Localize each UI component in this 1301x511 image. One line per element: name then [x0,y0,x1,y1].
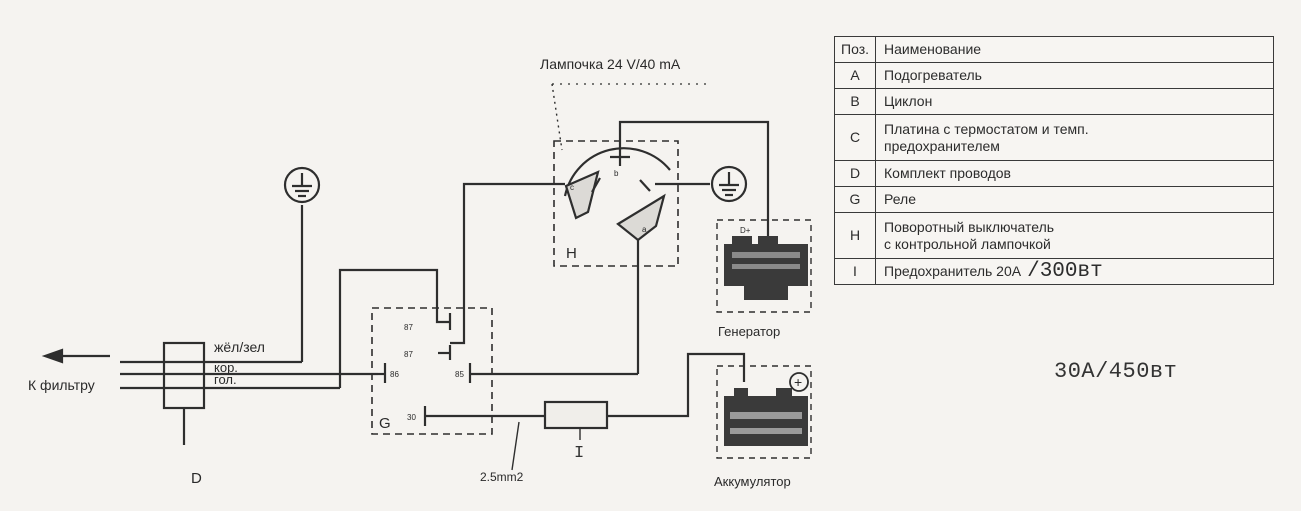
legend-row-h: H Поворотный выключатель с контрольной л… [834,212,1274,259]
legend-row-name-text: Предохранитель 20A [884,263,1022,279]
legend-row-pos: I [834,258,876,285]
legend-row-name-line1: Платина с термостатом и темп. [884,120,1089,137]
legend-row-name: Реле [875,186,1274,213]
legend-row-pos: B [834,88,876,115]
legend-header-row: Поз. Наименование [834,36,1274,63]
switch-contact-a [616,193,666,242]
handwritten-addendum: 30A/450вт [1054,359,1178,384]
legend-row-name: Циклон [875,88,1274,115]
generator-terminal-label: D+ [740,226,751,235]
switch-h-arc [563,147,671,197]
wire-harness-connector-d [162,341,206,410]
relay-g-housing [371,307,493,435]
label-g: G [379,415,391,432]
switch-contact-c-label: c [570,183,574,192]
legend-row-i: I Предохранитель 20A/300вт [834,258,1274,285]
lamp-leader-line [551,83,563,151]
wire-to-terminal-87 [338,268,450,388]
legend-row-name: Платина с термостатом и темп. предохрани… [875,114,1274,161]
battery-label: Аккумулятор [714,474,791,489]
switch-contact-b-label: b [614,169,619,178]
legend-row-name: Предохранитель 20A/300вт [875,258,1274,285]
legend-row-name-line1: Поворотный выключатель [884,218,1055,235]
rotary-switch-h-housing [553,140,679,267]
fuse-i [543,400,609,430]
legend-pos-header: Поз. [834,36,876,63]
legend-row-pos: A [834,62,876,89]
legend-row-pos: H [834,212,876,259]
terminal-30-label: 30 [407,413,416,422]
filter-arrow-head [41,348,64,364]
label-i: I [574,444,584,463]
legend-row-name: Поворотный выключатель с контрольной лам… [875,212,1274,259]
switch-contact-a-label: a [642,225,647,234]
ground-symbol-left [283,166,321,204]
legend-row-name-line2: с контрольной лампочкой [884,235,1051,252]
legend-row-b: B Циклон [834,88,1274,115]
legend-name-header: Наименование [875,36,1274,63]
generator-label: Генератор [718,324,780,339]
legend-row-g: G Реле [834,186,1274,213]
battery-icon [724,372,809,446]
label-d: D [191,470,202,487]
wire-label-blue: гол. [214,372,237,387]
terminal-87a-label: 87 [404,350,413,359]
legend-row-d: D Комплект проводов [834,160,1274,187]
legend-row-pos: G [834,186,876,213]
generator-frame [716,219,812,313]
wire-fuse-to-battery [607,352,746,418]
legend-table: Поз. Наименование A Подогреватель B Цикл… [834,36,1274,285]
wire-87a-to-switch [450,182,565,345]
terminal-87-label: 87 [404,323,413,332]
switch-contact-c [564,170,600,220]
ground-symbol-right [710,165,748,203]
legend-row-a: A Подогреватель [834,62,1274,89]
legend-row-pos: D [834,160,876,187]
generator-icon [724,236,808,300]
legend-row-name: Комплект проводов [875,160,1274,187]
to-filter-label: К фильтру [28,377,95,393]
legend-row-name: Подогреватель [875,62,1274,89]
terminal-86-label: 86 [390,370,399,379]
wiring-schematic: Лампочка 24 V/40 mA жёл/зел кор. гол. К … [28,56,812,489]
lamp-label: Лампочка 24 V/40 mA [540,56,681,72]
handwritten-fuse-power: /300вт [1027,260,1103,283]
legend-row-name-line2: предохранителем [884,137,1000,154]
cross-section-leader [511,421,520,471]
wire-label-yellow-green: жёл/зел [214,339,265,355]
legend-row-c: C Платина с термостатом и темп. предохра… [834,114,1274,161]
label-h: H [566,245,577,262]
legend-row-pos: C [834,114,876,161]
terminal-85-label: 85 [455,370,464,379]
battery-plus-label: + [794,374,802,390]
cross-section-label: 2.5mm2 [480,470,524,484]
wire-label-brown: кор. [214,360,238,375]
battery-frame [716,365,812,459]
wire-switch-to-generator [618,120,770,236]
